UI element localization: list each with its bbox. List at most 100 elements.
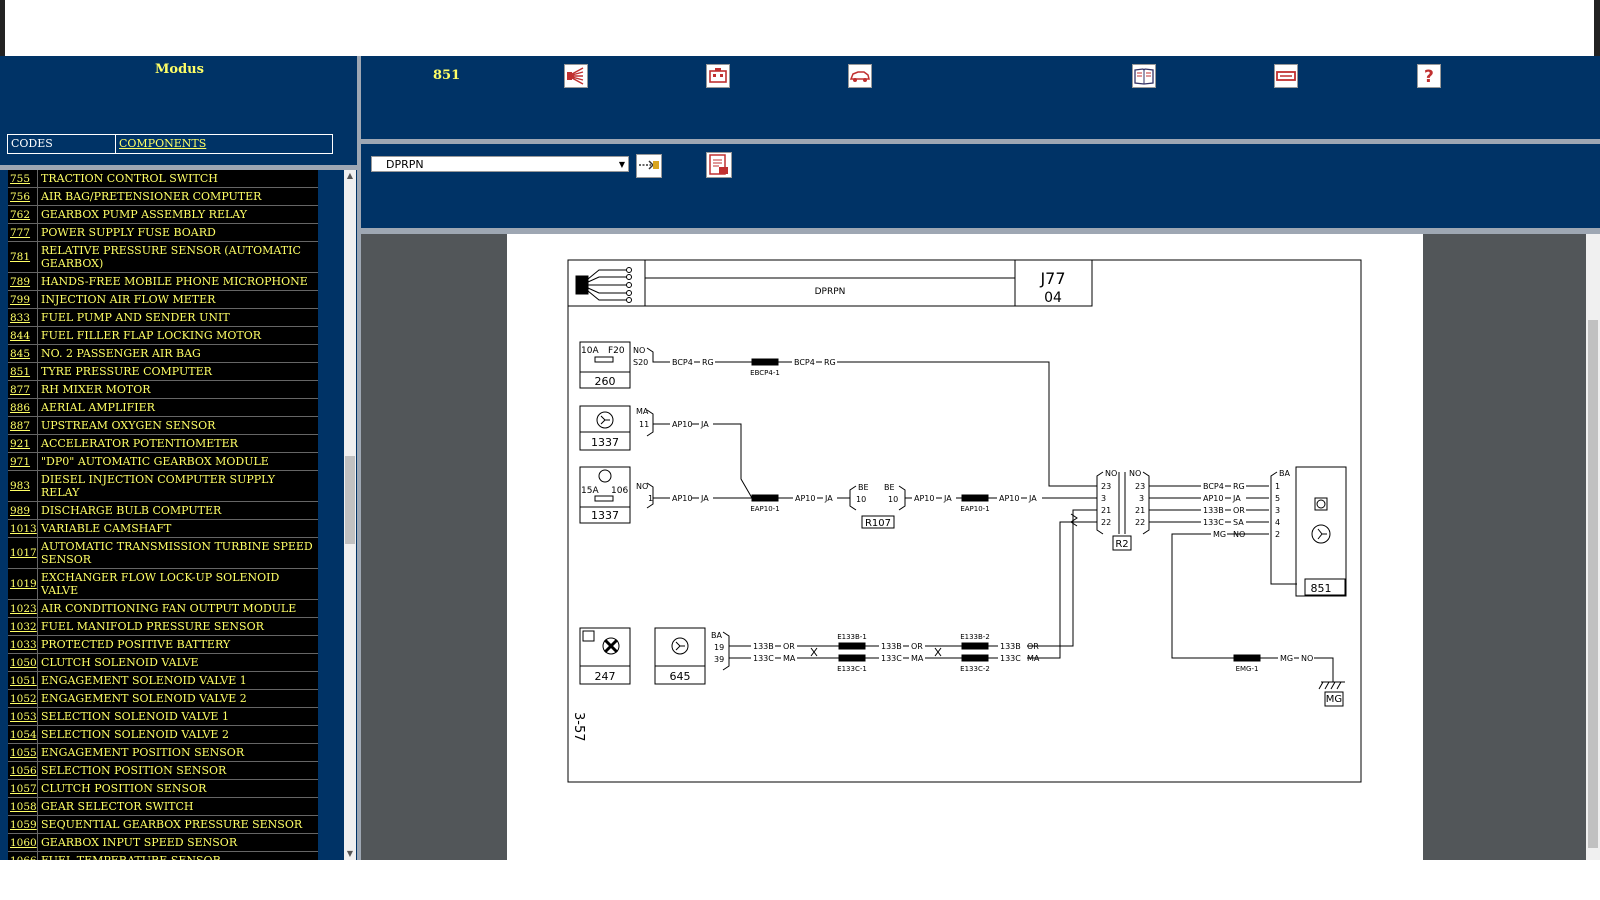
component-code-link[interactable]: 756	[8, 188, 38, 205]
wire-label: RG	[1233, 482, 1245, 491]
diagram-viewer: DPRPN J77 04 10A F20 260 NO S20 BCP4 RG …	[361, 234, 1600, 860]
component-code-link[interactable]: 1066	[8, 852, 38, 860]
connector-icon[interactable]	[706, 64, 730, 88]
component-code-link[interactable]: 1019	[8, 569, 38, 599]
vehicle-location-icon[interactable]	[848, 64, 872, 88]
component-code-link[interactable]: 1017	[8, 538, 38, 568]
component-code-link[interactable]: 1050	[8, 654, 38, 671]
component-code-link[interactable]: 1052	[8, 690, 38, 707]
component-code-link[interactable]: 887	[8, 417, 38, 434]
component-code-link[interactable]: 755	[8, 170, 38, 187]
component-code-link[interactable]: 1059	[8, 816, 38, 833]
scroll-down-arrow-icon[interactable]: ▼	[346, 849, 354, 858]
viewer-scrollbar[interactable]	[1586, 234, 1600, 860]
component-label: 851	[1311, 582, 1332, 595]
tab-components[interactable]: COMPONENTS	[119, 137, 207, 150]
scrollbar-thumb[interactable]	[1588, 320, 1598, 848]
component-code-link[interactable]: 777	[8, 224, 38, 241]
component-code-link[interactable]: 762	[8, 206, 38, 223]
pin-label: 39	[714, 655, 724, 664]
frame-splitter[interactable]	[357, 56, 361, 860]
component-code-link[interactable]: 1013	[8, 520, 38, 537]
pin-label: 3	[1275, 506, 1280, 515]
component-code-link[interactable]: 1051	[8, 672, 38, 689]
help-icon[interactable]: ?	[1417, 64, 1441, 88]
diagram-title: DPRPN	[815, 287, 846, 297]
component-name: DISCHARGE BULB COMPUTER	[41, 504, 222, 517]
component-code-link[interactable]: 799	[8, 291, 38, 308]
component-code-link[interactable]: 1023	[8, 600, 38, 617]
component-code-link[interactable]: 781	[8, 242, 38, 272]
component-name: SELECTION SOLENOID VALVE 1	[41, 710, 229, 723]
component-code-link[interactable]: 1055	[8, 744, 38, 761]
component-code-link[interactable]: 1060	[8, 834, 38, 851]
component-code-link[interactable]: 989	[8, 502, 38, 519]
chevron-down-icon[interactable]: ▼	[618, 160, 625, 169]
component-code-link[interactable]: 789	[8, 273, 38, 290]
component-code-link[interactable]: 844	[8, 327, 38, 344]
component-code-link[interactable]: 1058	[8, 798, 38, 815]
component-code-link[interactable]: 921	[8, 435, 38, 452]
component-code-link[interactable]: 1032	[8, 618, 38, 635]
component-code-link[interactable]: 1056	[8, 762, 38, 779]
list-item[interactable]: 971"DP0" AUTOMATIC GEARBOX MODULE	[8, 453, 318, 471]
diagram-document-icon[interactable]	[706, 152, 732, 178]
manual-book-icon[interactable]	[1132, 64, 1156, 88]
component-code-link[interactable]: 1053	[8, 708, 38, 725]
wire-label: RG	[824, 358, 836, 367]
component-code-link[interactable]: 851	[8, 363, 38, 380]
component-code-link[interactable]: 877	[8, 381, 38, 398]
list-scrollbar[interactable]: ▲ ▼	[344, 170, 356, 860]
component-code-link[interactable]: 886	[8, 399, 38, 416]
component-code-link[interactable]: 845	[8, 345, 38, 362]
list-item[interactable]: 1066FUEL TEMPERATURE SENSOR	[8, 852, 318, 860]
scrollbar-thumb[interactable]	[345, 456, 355, 544]
component-code-link[interactable]: 1054	[8, 726, 38, 743]
component-code-link[interactable]: 1057	[8, 780, 38, 797]
go-arrow-icon[interactable]	[636, 154, 662, 178]
fuse-icon[interactable]	[1274, 64, 1298, 88]
component-code-link[interactable]: 833	[8, 309, 38, 326]
component-code-link[interactable]: 1033	[8, 636, 38, 653]
component-code-link[interactable]: 983	[8, 471, 38, 501]
component-code-link[interactable]: 971	[8, 453, 38, 470]
scroll-up-arrow-icon[interactable]: ▲	[346, 171, 354, 180]
wiring-diagram-icon[interactable]	[564, 64, 588, 88]
function-select[interactable]: DPRPN ▼	[371, 156, 629, 172]
tab-codes[interactable]: CODES	[8, 135, 116, 153]
